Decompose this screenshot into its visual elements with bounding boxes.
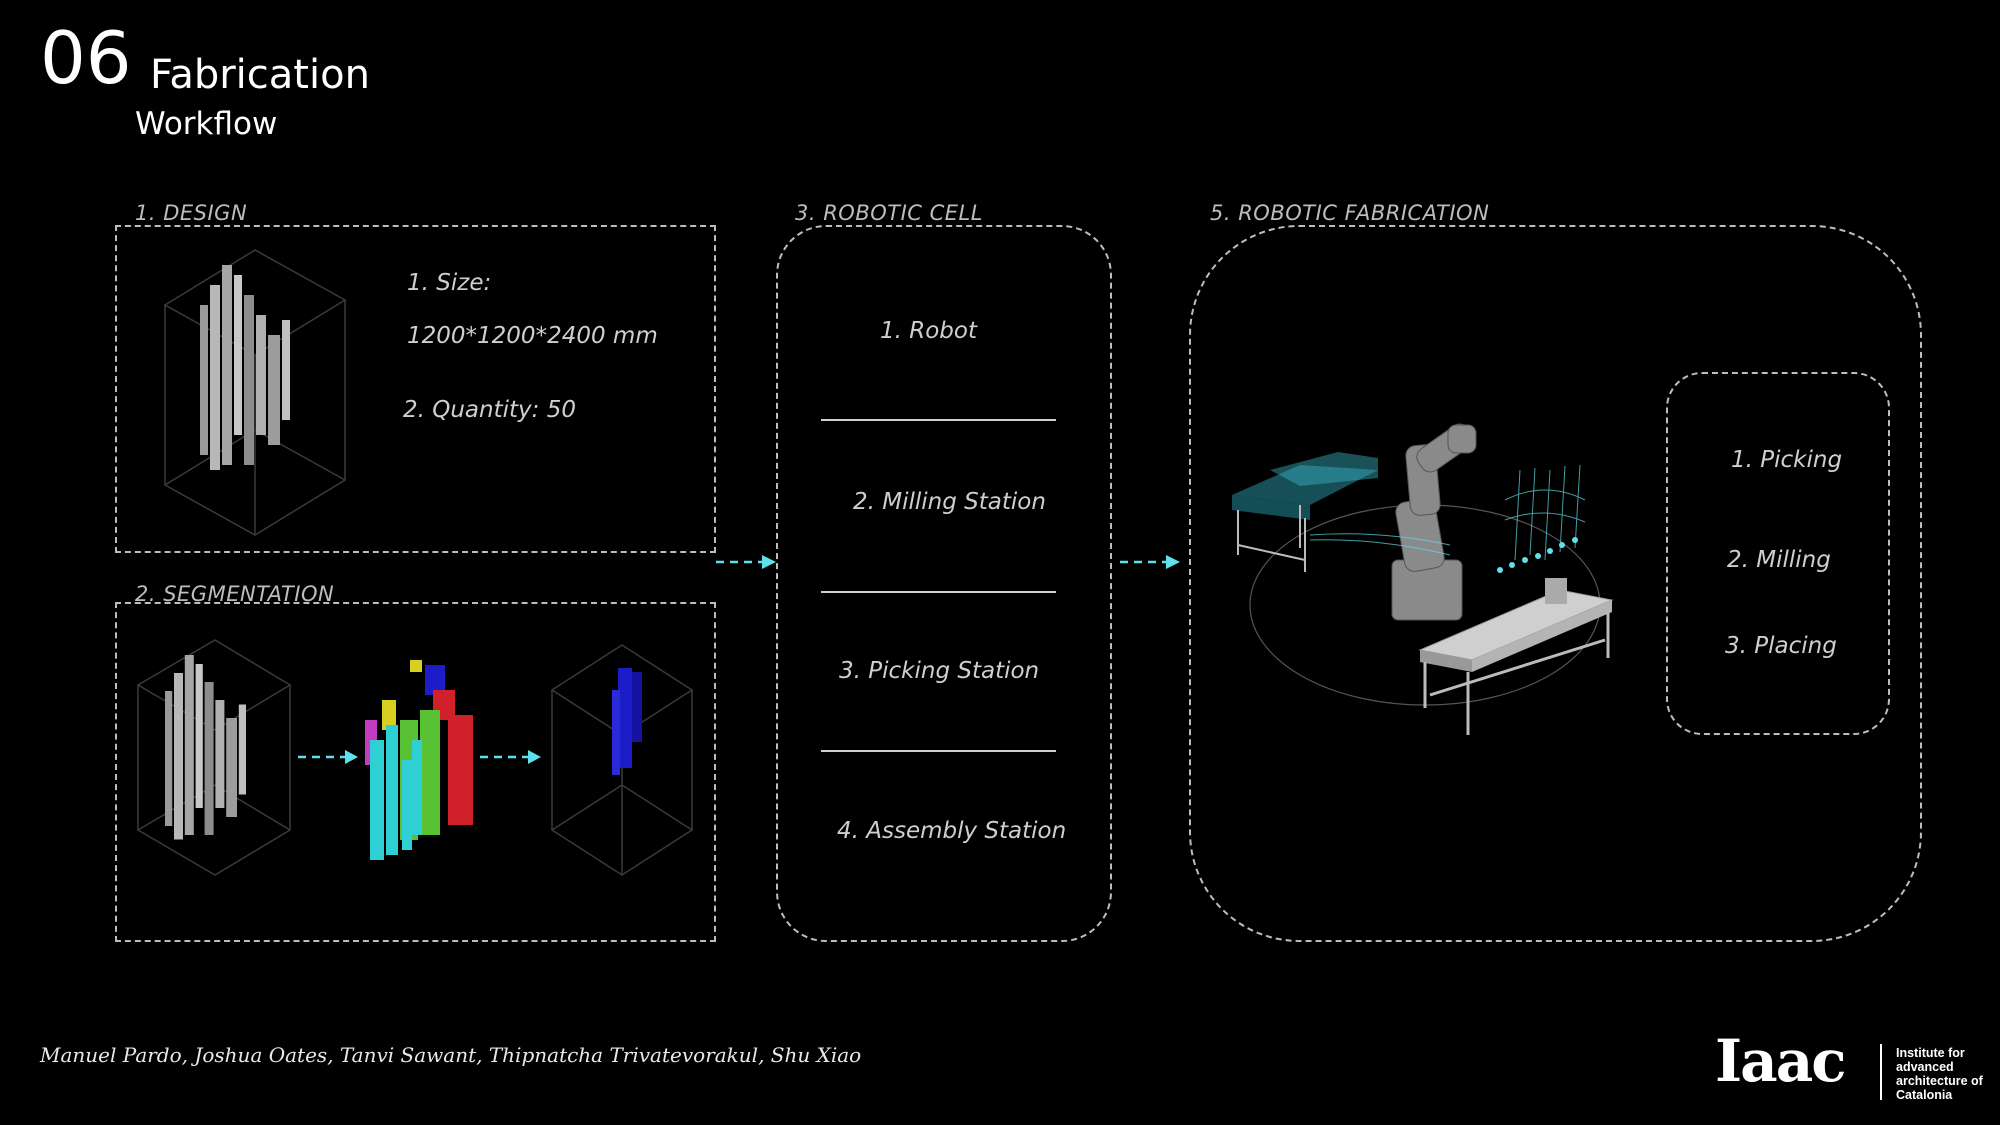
- robotic-cell-divider: [821, 750, 1056, 752]
- robotic-cell-label: 3. ROBOTIC CELL: [795, 201, 983, 225]
- robotic-cell-item-assembly: 4. Assembly Station: [837, 818, 1067, 844]
- segmentation-source-model: [136, 639, 292, 876]
- segment-detail-model: [550, 644, 694, 876]
- robotic-cell-item-robot: 1. Robot: [880, 318, 977, 344]
- robotic-cell-item-picking: 3. Picking Station: [839, 658, 1040, 684]
- segmented-model: [365, 660, 473, 860]
- segmentation-label: 2. SEGMENTATION: [135, 582, 335, 606]
- robotic-cell-box: [776, 225, 1112, 942]
- fabrication-step-placing: 3. Placing: [1725, 633, 1837, 659]
- credits: Manuel Pardo, Joshua Oates, Tanvi Sawant…: [40, 1043, 862, 1067]
- design-label: 1. DESIGN: [135, 201, 248, 225]
- robotic-cell-divider: [821, 419, 1056, 421]
- design-box: [115, 225, 716, 553]
- iaac-logo: Iaac: [1715, 1027, 1847, 1095]
- fabrication-step-milling: 2. Milling: [1727, 547, 1831, 573]
- robotic-cell-illustration: [1232, 423, 1614, 735]
- robotic-fabrication-box: [1189, 225, 1922, 942]
- design-size-label: 1. Size:: [407, 270, 492, 296]
- institute-name: Institute for advanced architecture of C…: [1896, 1046, 1983, 1102]
- robotic-fabrication-label: 5. ROBOTIC FABRICATION: [1210, 201, 1490, 225]
- logo-divider: [1880, 1044, 1882, 1100]
- segmentation-box: [115, 602, 716, 942]
- page-title: Fabrication: [150, 52, 370, 98]
- page-subtitle: Workflow: [135, 106, 278, 142]
- design-size-value: 1200*1200*2400 mm: [407, 323, 658, 349]
- section-number: 06: [40, 16, 132, 100]
- robotic-cell-item-milling: 2. Milling Station: [853, 489, 1046, 515]
- design-quantity: 2. Quantity: 50: [403, 397, 576, 423]
- design-model-illustration: [163, 249, 347, 536]
- robotic-cell-divider: [821, 591, 1056, 593]
- fabrication-steps-box: [1666, 372, 1890, 735]
- fabrication-step-picking: 1. Picking: [1731, 447, 1843, 473]
- workflow-arrows: [298, 555, 1180, 764]
